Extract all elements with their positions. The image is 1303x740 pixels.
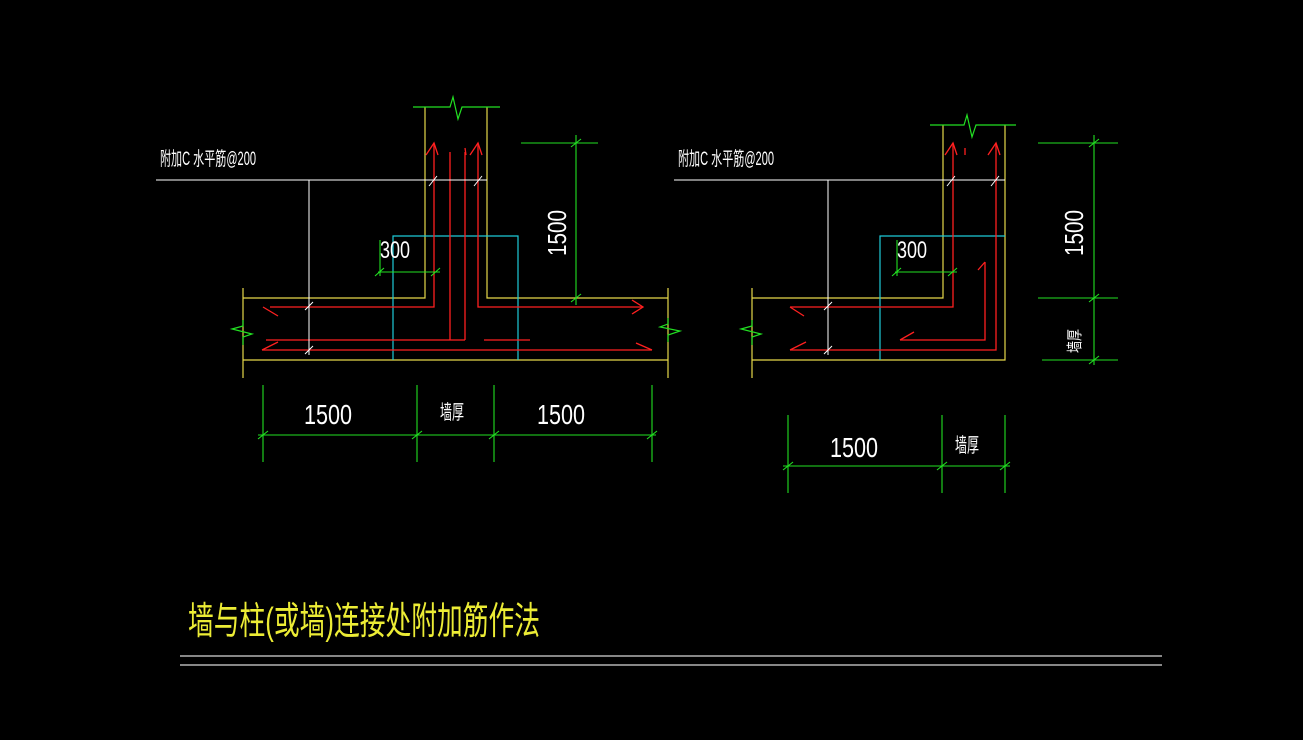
left-dim-1500-vertical: 1500 (542, 210, 572, 256)
left-dim-left-1500: 1500 (304, 399, 352, 430)
right-dimensions (782, 135, 1118, 493)
left-rebar (261, 141, 653, 351)
left-break-marks (229, 94, 683, 345)
left-wall-outline (242, 107, 669, 378)
right-dim-left-1500: 1500 (830, 432, 878, 463)
right-rebar (789, 141, 1001, 351)
right-dim-wall-thickness: 墙厚 (955, 434, 979, 457)
right-detail: 附加C 水平筋@200 300 1500 墙厚 1500 墙厚 (674, 112, 1118, 493)
left-anchor-zone (392, 235, 519, 360)
left-dim-right-1500: 1500 (537, 399, 585, 430)
right-note-label: 附加C 水平筋@200 (678, 148, 774, 170)
left-dimensions (257, 135, 658, 462)
right-break-marks (738, 112, 1016, 345)
title-underline (180, 655, 1162, 666)
left-dim-wall-thickness: 墙厚 (440, 401, 464, 424)
right-dim-300: 300 (897, 237, 927, 264)
left-leaders (156, 175, 487, 355)
right-dim-wall-vertical: 墙厚 (1066, 329, 1084, 353)
right-anchor-zone (879, 235, 1005, 360)
left-detail: 附加C 水平筋@200 300 1500 1500 墙厚 1500 (156, 94, 683, 462)
left-dim-300: 300 (380, 237, 410, 264)
right-leaders (674, 175, 1005, 355)
right-dim-1500-vertical: 1500 (1059, 210, 1089, 256)
left-note-label: 附加C 水平筋@200 (160, 148, 256, 170)
drawing-title: 墙与柱(或墙)连接处附加筋作法 (188, 601, 540, 643)
right-wall-outline (751, 125, 1006, 378)
